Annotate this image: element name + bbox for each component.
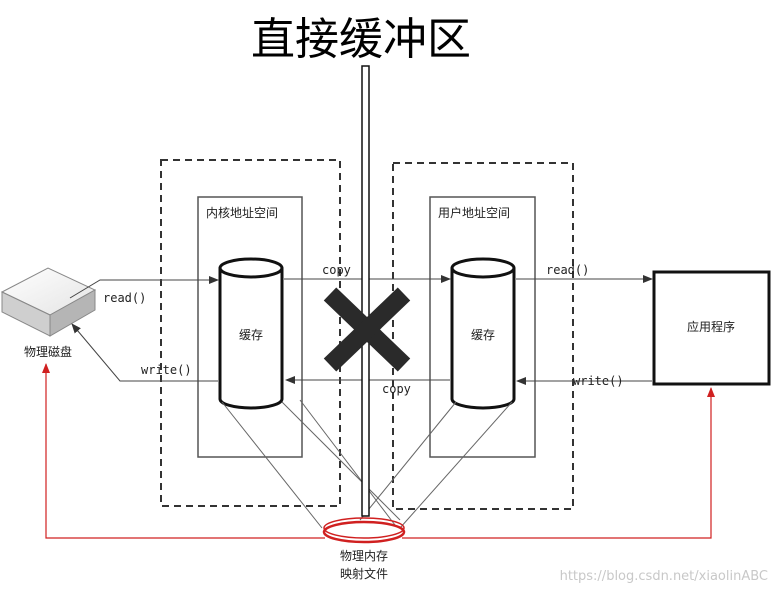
- mapping-to-app-arrow: [402, 387, 715, 539]
- separator-bar: [361, 65, 370, 517]
- mapping-guide-lines: [221, 399, 513, 529]
- user-dashed-region: [392, 162, 574, 510]
- user-address-space-box: [429, 196, 536, 458]
- mapped-file-label-line2: 映射文件: [340, 566, 388, 581]
- blocked-cross-icon: [323, 287, 411, 372]
- disk-write-label: write(): [141, 363, 192, 377]
- application-label: 应用程序: [687, 319, 735, 334]
- page-title: 直接缓冲区: [251, 14, 471, 65]
- copy-top-label: copy: [322, 263, 351, 277]
- kernel-dashed-region: [160, 159, 341, 507]
- kernel-cache-label: 缓存: [239, 328, 263, 342]
- disk-write-arrow: [71, 323, 218, 382]
- disk-read-label: read(): [103, 291, 146, 305]
- user-cache-label: 缓存: [471, 328, 495, 342]
- app-write-label: write(): [573, 374, 624, 388]
- application-box: [652, 270, 771, 386]
- user-address-space-label: 用户地址空间: [438, 205, 510, 220]
- copy-bottom-label: copy: [382, 382, 411, 396]
- mapped-file-ring: [322, 517, 406, 544]
- mapped-file-label-line1: 物理内存: [340, 549, 388, 563]
- kernel-cache-cylinder: [218, 257, 284, 410]
- physical-disk-icon: [0, 267, 97, 337]
- kernel-address-space-box: [197, 196, 303, 458]
- user-cache-cylinder: [450, 257, 516, 410]
- kernel-address-space-label: 内核地址空间: [206, 206, 278, 220]
- watermark: https://blog.csdn.net/xiaolinABC: [560, 569, 768, 584]
- disk-read-arrow: [69, 276, 219, 299]
- app-read-label: read(): [546, 263, 589, 277]
- physical-disk-label: 物理磁盘: [24, 344, 72, 359]
- mapping-to-disk-arrow: [42, 363, 325, 539]
